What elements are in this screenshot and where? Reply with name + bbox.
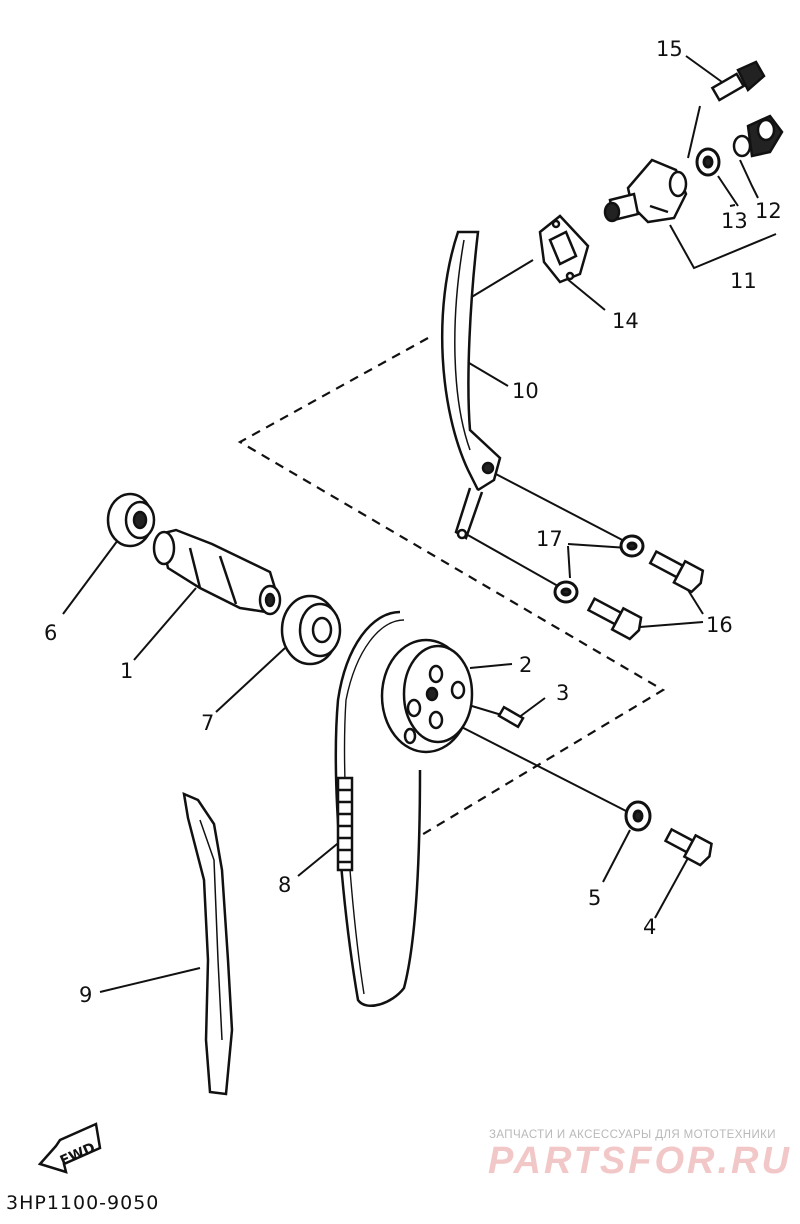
- bearing-7-icon: [280, 594, 342, 666]
- cam-chain-8-icon: [334, 610, 422, 1007]
- watermark-tagline: ЗАПЧАСТИ И АКСЕССУАРЫ ДЛЯ МОТОТЕХНИКИ: [489, 1129, 776, 1141]
- bolt-16-icons: [586, 549, 705, 641]
- washer-17-icons: [553, 534, 645, 604]
- bolt-4-icon: [663, 827, 713, 867]
- bearing-6-icon: [106, 492, 156, 548]
- part-label-1: 1: [120, 659, 133, 683]
- chain-guide-9-icon: [182, 791, 234, 1096]
- sprocket-2-icon: [380, 638, 474, 754]
- pin-3-icon: [497, 705, 525, 729]
- part-label-7: 7: [201, 711, 214, 735]
- part-label-4: 4: [643, 915, 656, 939]
- part-label-8: 8: [278, 873, 291, 897]
- part-label-2: 2: [519, 653, 532, 677]
- part-label-5: 5: [588, 886, 601, 910]
- watermark-logo: PARTSFOR.RU: [488, 1140, 792, 1182]
- part-label-10: 10: [512, 379, 539, 403]
- part-label-17: 17: [536, 527, 563, 551]
- camshaft-1-icon: [152, 528, 282, 616]
- gasket-14-icon: [538, 214, 590, 284]
- bolt-12-icon: [732, 114, 784, 158]
- part-labels: 1 2 3 4 5 6 7 8 9 10 11 12 13 14 15 16 1…: [44, 37, 782, 1007]
- chain-guide-10-icon: [440, 230, 502, 540]
- part-label-13: 13: [721, 209, 748, 233]
- diagram-code: 3HP1100-9050: [6, 1192, 160, 1214]
- washer-5-icon: [624, 800, 652, 832]
- fwd-arrow-icon: FWD: [37, 1122, 102, 1174]
- part-label-9: 9: [79, 983, 92, 1007]
- tensioner-assembly-11-icon: [603, 158, 688, 224]
- part-label-6: 6: [44, 621, 57, 645]
- part-label-16: 16: [706, 613, 733, 637]
- part-label-3: 3: [556, 681, 569, 705]
- part-label-15: 15: [656, 37, 683, 61]
- part-label-11: 11: [730, 269, 757, 293]
- bolt-15-icon: [710, 60, 766, 102]
- part-label-12: 12: [755, 199, 782, 223]
- part-label-14: 14: [612, 309, 639, 333]
- washer-13-icon: [695, 147, 721, 177]
